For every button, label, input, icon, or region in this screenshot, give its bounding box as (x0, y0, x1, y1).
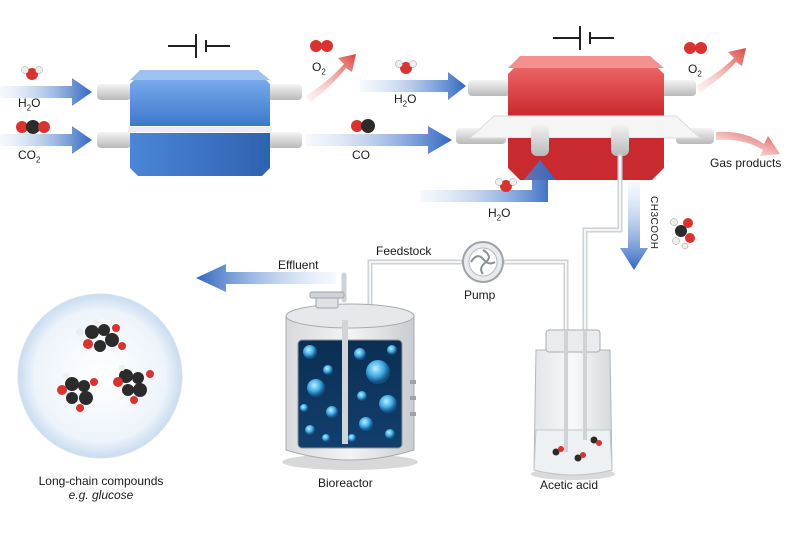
label-long-chain-line1: Long-chain compounds (38, 474, 164, 488)
label-h2o-right-top: H2O (394, 92, 417, 109)
glucose-molecule-1 (76, 319, 126, 352)
arrow-h2o-left (0, 78, 92, 106)
h2o-molecule-left (21, 66, 43, 80)
tubing-highlight (369, 156, 621, 340)
bottle-molecules (552, 436, 602, 462)
pump (462, 241, 504, 283)
arrow-h2o-right-bottom (420, 160, 556, 202)
co-molecule (351, 119, 375, 133)
arrow-gas-products (716, 131, 780, 156)
arrow-o2-right (696, 48, 746, 92)
label-o2-right: O2 (688, 62, 702, 79)
arrow-effluent (196, 264, 336, 292)
port-right-top-in (468, 80, 510, 96)
label-acetic-flow: CH3COOH (648, 196, 659, 250)
label-effluent: Effluent (278, 258, 319, 272)
acetic-molecule (670, 218, 695, 250)
label-pump: Pump (464, 288, 496, 302)
flow-arrows (0, 48, 780, 292)
label-h2o-left: H2O (18, 96, 41, 113)
o2-molecule-right (684, 42, 707, 54)
label-co2-left: CO2 (18, 148, 41, 165)
port-left-top-in (97, 84, 131, 100)
co2-molecule-left (16, 120, 50, 134)
label-gas-products: Gas products (710, 156, 782, 170)
label-h2o-right-bottom: H2O (488, 206, 511, 223)
label-o2-left: O2 (312, 60, 326, 77)
port-left-top-out (268, 84, 302, 100)
port-left-bottom-out (268, 132, 302, 148)
port-right-vertical-1 (531, 124, 549, 156)
glucose-molecule-2 (57, 373, 98, 412)
o2-molecule-left (310, 40, 333, 52)
label-acetic-acid: Acetic acid (540, 478, 599, 492)
acetic-acid-bottle (531, 329, 615, 480)
label-bioreactor: Bioreactor (318, 476, 373, 490)
arrow-acetic-down (620, 182, 648, 270)
h2o-molecule-right-bottom (495, 178, 517, 192)
label-feedstock: Feedstock (376, 244, 432, 258)
port-right-top-out (656, 80, 696, 96)
label-co: CO (352, 148, 370, 162)
arrow-h2o-right-top (360, 72, 466, 100)
h2o-molecule-right-top (395, 60, 417, 74)
arrow-o2-left (306, 54, 356, 102)
glucose-sphere (17, 293, 183, 459)
port-left-bottom-in (97, 132, 131, 148)
bioreactor-bubbles (300, 345, 397, 442)
arrow-co2-left (0, 126, 92, 154)
battery-symbol-left (168, 34, 230, 58)
arrow-co (306, 126, 452, 154)
glucose-molecule-3 (113, 365, 154, 404)
label-long-chain-line2: e.g. glucose (68, 488, 134, 502)
battery-symbol-right (553, 26, 614, 50)
red-electrolyzer (456, 26, 714, 180)
port-right-vertical-2 (611, 124, 629, 156)
label-long-chain: Long-chain compounds e.g. glucose (26, 474, 176, 502)
molecules (16, 40, 707, 250)
bioreactor (282, 291, 418, 470)
blue-electrolyzer (97, 34, 302, 176)
